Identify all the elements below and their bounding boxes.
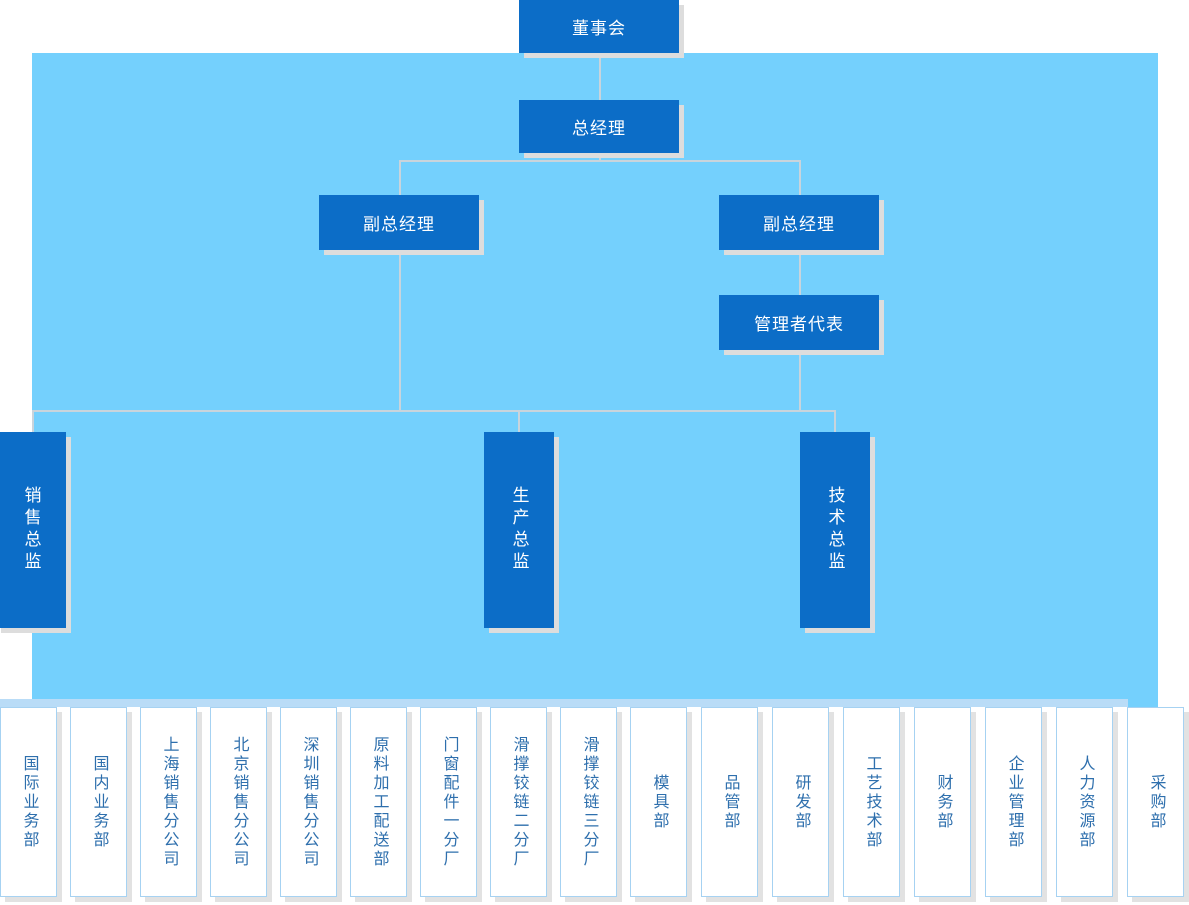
node-department-11[interactable]: 研发部 <box>772 707 829 897</box>
node-department-4[interactable]: 深圳销售分公司 <box>280 707 337 897</box>
connector-department-rail <box>0 699 1128 707</box>
connector-deputy-left-down <box>399 250 401 412</box>
node-department-15[interactable]: 人力资源部 <box>1056 707 1113 897</box>
connector-mgmt-rep-down <box>799 350 801 412</box>
node-board-label: 董事会 <box>572 19 626 38</box>
node-department-14[interactable]: 企业管理部 <box>985 707 1042 897</box>
node-department-3[interactable]: 北京销售分公司 <box>210 707 267 897</box>
node-department-5[interactable]: 原料加工配送部 <box>350 707 407 897</box>
node-department-10-label: 品管部 <box>721 773 739 831</box>
node-management-representative[interactable]: 管理者代表 <box>719 295 879 350</box>
node-department-6[interactable]: 门窗配件一分厂 <box>420 707 477 897</box>
node-department-1-label: 国内业务部 <box>90 754 108 850</box>
connector-to-sales-director <box>32 410 34 432</box>
node-management-representative-label: 管理者代表 <box>754 315 844 334</box>
node-department-15-label: 人力资源部 <box>1076 754 1094 850</box>
node-sales-director-label: 销售总监 <box>21 486 41 574</box>
node-department-2[interactable]: 上海销售分公司 <box>140 707 197 897</box>
node-department-14-label: 企业管理部 <box>1005 754 1023 850</box>
node-deputy-general-manager-right[interactable]: 副总经理 <box>719 195 879 250</box>
node-department-7-label: 滑撑铰链二分厂 <box>510 735 528 869</box>
node-production-director-label: 生产总监 <box>509 486 529 574</box>
node-sales-director[interactable]: 销售总监 <box>0 432 66 628</box>
node-department-4-label: 深圳销售分公司 <box>300 735 318 869</box>
node-deputy-general-manager-right-label: 副总经理 <box>763 215 835 234</box>
node-department-12[interactable]: 工艺技术部 <box>843 707 900 897</box>
node-department-16[interactable]: 采购部 <box>1127 707 1184 897</box>
node-department-16-label: 采购部 <box>1147 773 1165 831</box>
connector-to-production-director <box>518 410 520 432</box>
node-technical-director[interactable]: 技术总监 <box>800 432 870 628</box>
connector-to-deputy-right <box>799 160 801 195</box>
chart-backdrop <box>32 53 1158 707</box>
node-department-6-label: 门窗配件一分厂 <box>440 735 458 869</box>
node-department-10[interactable]: 品管部 <box>701 707 758 897</box>
node-department-2-label: 上海销售分公司 <box>160 735 178 869</box>
node-department-13-label: 财务部 <box>934 773 952 831</box>
node-board[interactable]: 董事会 <box>519 0 679 53</box>
node-deputy-general-manager-left-label: 副总经理 <box>363 215 435 234</box>
node-department-3-label: 北京销售分公司 <box>230 735 248 869</box>
node-department-1[interactable]: 国内业务部 <box>70 707 127 897</box>
node-department-9[interactable]: 模具部 <box>630 707 687 897</box>
connector-to-deputy-left <box>399 160 401 195</box>
connector-board-to-gm <box>599 53 601 100</box>
node-general-manager[interactable]: 总经理 <box>519 100 679 153</box>
connector-gm-down <box>599 153 601 162</box>
connector-to-technical-director <box>834 410 836 432</box>
connector-directors-horizontal <box>32 410 835 412</box>
node-department-11-label: 研发部 <box>792 773 810 831</box>
node-department-5-label: 原料加工配送部 <box>370 735 388 869</box>
node-department-8[interactable]: 滑撑铰链三分厂 <box>560 707 617 897</box>
node-production-director[interactable]: 生产总监 <box>484 432 554 628</box>
node-department-8-label: 滑撑铰链三分厂 <box>580 735 598 869</box>
node-department-0[interactable]: 国际业务部 <box>0 707 57 897</box>
node-department-12-label: 工艺技术部 <box>863 754 881 850</box>
node-department-7[interactable]: 滑撑铰链二分厂 <box>490 707 547 897</box>
node-department-0-label: 国际业务部 <box>20 754 38 850</box>
node-department-13[interactable]: 财务部 <box>914 707 971 897</box>
connector-deputy-to-mgmt-rep <box>799 250 801 295</box>
node-deputy-general-manager-left[interactable]: 副总经理 <box>319 195 479 250</box>
node-general-manager-label: 总经理 <box>572 119 626 138</box>
node-technical-director-label: 技术总监 <box>825 486 845 574</box>
node-department-9-label: 模具部 <box>650 773 668 831</box>
